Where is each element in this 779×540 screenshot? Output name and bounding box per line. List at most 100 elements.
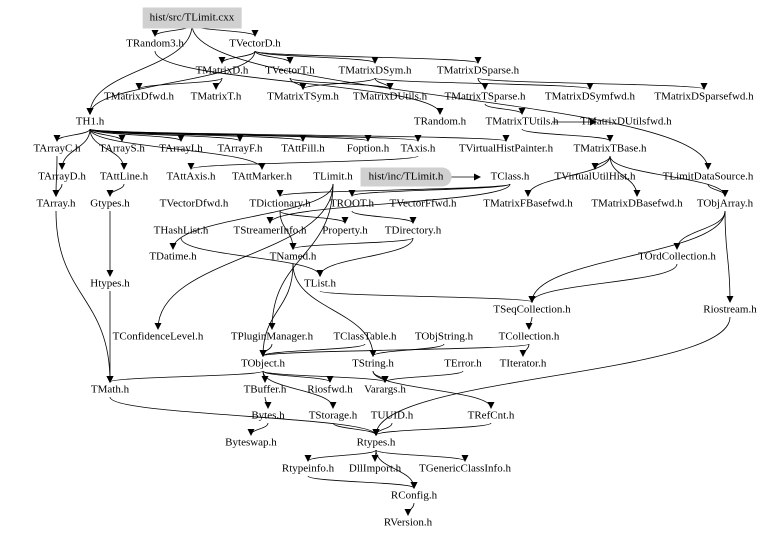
node-tmatrixtsym[interactable]: TMatrixTSym.h: [267, 90, 339, 103]
node-tarrays[interactable]: TArrayS.h: [99, 142, 145, 155]
node-tbuffer[interactable]: TBuffer.h: [243, 383, 287, 396]
node-tmatrixdutilsfwd[interactable]: TMatrixDUtilsfwd.h: [580, 115, 672, 128]
edge-tmatrixtutils-to-tmatrixtbase: [521, 128, 614, 142]
node-tordcollection[interactable]: TOrdCollection.h: [638, 250, 716, 263]
node-tmatrixd[interactable]: TMatrixD.h: [195, 64, 249, 77]
node-titerator[interactable]: TIterator.h: [499, 357, 547, 370]
node-tseqcollection[interactable]: TSeqCollection.h: [493, 303, 571, 316]
node-tlimit-cxx[interactable]: hist/src/TLimit.cxx: [142, 7, 242, 29]
node-trandom3[interactable]: TRandom3.h: [126, 37, 184, 50]
node-tstorage[interactable]: TStorage.h: [308, 409, 358, 422]
node-htypes[interactable]: Htypes.h: [90, 277, 130, 290]
node-thashlist[interactable]: THashList.h: [153, 224, 209, 237]
edge-tnamed-to-tstring: [292, 263, 377, 357]
node-tmatrixfbasefwd[interactable]: TMatrixFBasefwd.h: [483, 197, 573, 210]
edge-tmatrixtsparse-to-tmatrixtutils: [484, 103, 526, 115]
edge-tvectord-to-th1: [86, 50, 256, 115]
node-tstreamerinfo[interactable]: TStreamerInfo.h: [233, 224, 307, 237]
node-th1[interactable]: TH1.h: [75, 115, 105, 128]
node-varargs[interactable]: Varargs.h: [364, 383, 406, 396]
node-tmatrixdsym[interactable]: TMatrixDSym.h: [338, 64, 412, 77]
node-tclasstable[interactable]: TClassTable.h: [333, 330, 397, 343]
node-tvirtualhistpainter[interactable]: TVirtualHistPainter.h: [458, 142, 554, 155]
node-tlist[interactable]: TList.h: [303, 277, 337, 290]
node-rversion[interactable]: RVersion.h: [383, 516, 433, 529]
node-tmatrixdfwd[interactable]: TMatrixDfwd.h: [104, 90, 174, 103]
node-tarrayf[interactable]: TArrayF.h: [217, 142, 263, 155]
node-tattmarker[interactable]: TAttMarker.h: [232, 170, 292, 183]
edge-tobjarray-to-tordcollection: [673, 210, 726, 250]
node-tmatrixdsymfwd[interactable]: TMatrixDSymfwd.h: [544, 90, 636, 103]
node-tclass[interactable]: TClass.h: [490, 170, 530, 183]
node-terror[interactable]: TError.h: [444, 357, 482, 370]
node-tlimitdatasource[interactable]: TLimitDataSource.h: [662, 170, 754, 183]
edge-tdirectory-to-tlist: [316, 237, 414, 277]
node-tpluginmanager[interactable]: TPluginManager.h: [230, 330, 314, 343]
node-tobjstring[interactable]: TObjString.h: [414, 330, 474, 343]
node-tarrayc[interactable]: TArrayC.h: [33, 142, 81, 155]
node-tcollection[interactable]: TCollection.h: [498, 330, 560, 343]
node-tarrayi[interactable]: TArrayI.h: [159, 142, 203, 155]
node-tuuid[interactable]: TUUID.h: [370, 409, 414, 422]
edge-tuuid-to-rtypes: [372, 422, 393, 436]
edge-tcollection-to-tobject: [259, 343, 530, 357]
node-tmatrixdsparsefwd[interactable]: TMatrixDSparsefwd.h: [654, 90, 754, 103]
edge-trefcnt-to-rtypes: [372, 422, 492, 436]
edge-tlimit_h-to-tpluginmanager: [268, 183, 334, 330]
node-tvectorffwd[interactable]: TVectorFfwd.h: [389, 197, 457, 210]
node-tlimit-h[interactable]: TLimit.h: [313, 170, 353, 183]
node-byteswap[interactable]: Byteswap.h: [225, 436, 277, 449]
node-tmatrixdbasefwd[interactable]: TMatrixDBasefwd.h: [591, 197, 683, 210]
node-tobject[interactable]: TObject.h: [240, 357, 286, 370]
node-troot[interactable]: TROOT.h: [329, 197, 375, 210]
node-tvectort[interactable]: TVectorT.h: [265, 64, 315, 77]
node-riostream[interactable]: Riostream.h: [703, 303, 757, 316]
node-tmatrixt[interactable]: TMatrixT.h: [190, 90, 242, 103]
node-foption[interactable]: Foption.h: [346, 142, 390, 155]
node-tvectord[interactable]: TVectorD.h: [229, 37, 281, 50]
node-trandom[interactable]: TRandom.h: [413, 115, 467, 128]
node-rconfig[interactable]: RConfig.h: [390, 489, 438, 502]
node-riosfwd[interactable]: Riosfwd.h: [307, 383, 353, 396]
node-tmatrixtbase[interactable]: TMatrixTBase.h: [573, 142, 647, 155]
edge-th1-to-tattline: [89, 128, 128, 170]
node-tarrayd[interactable]: TArrayD.h: [38, 170, 86, 183]
node-trefcnt[interactable]: TRefCnt.h: [467, 409, 515, 422]
node-rtypes[interactable]: Rtypes.h: [356, 436, 396, 449]
node-tgenericclassinfo[interactable]: TGenericClassInfo.h: [419, 462, 511, 475]
node-tattfill[interactable]: TAttFill.h: [281, 142, 325, 155]
node-tarray[interactable]: TArray.h: [36, 197, 76, 210]
node-tmatrixdutils[interactable]: TMatrixDUtils.h: [352, 90, 428, 103]
edge-tobject-to-tstorage: [262, 370, 337, 409]
node-tconfidencelevel[interactable]: TConfidenceLevel.h: [112, 330, 204, 343]
node-tstring[interactable]: TString.h: [352, 357, 394, 370]
edge-tmatrixd-to-tmatrixt: [212, 77, 223, 90]
edge-tbuffer-to-bytes: [264, 396, 272, 409]
node-tattaxis[interactable]: TAttAxis.h: [166, 170, 216, 183]
node-tlimit-inc[interactable]: hist/inc/TLimit.h: [360, 167, 452, 187]
node-dllimport[interactable]: DllImport.h: [348, 462, 402, 475]
node-tnamed[interactable]: TNamed.h: [269, 250, 317, 263]
edge-th1-to-tvirtualhistpainter: [89, 128, 510, 142]
node-tvectordfwd[interactable]: TVectorDfwd.h: [159, 197, 229, 210]
node-tmath[interactable]: TMath.h: [90, 383, 130, 396]
node-bytes[interactable]: Bytes.h: [251, 409, 285, 422]
node-taxis[interactable]: TAxis.h: [400, 142, 436, 155]
node-rtypeinfo[interactable]: Rtypeinfo.h: [281, 462, 335, 475]
node-tattline[interactable]: TAttLine.h: [99, 170, 149, 183]
node-tdirectory[interactable]: TDirectory.h: [384, 224, 442, 237]
node-tvirtualutilhist[interactable]: TVirtualUtilHist.h: [554, 170, 636, 183]
edge-rtypes-to-rtypeinfo: [304, 449, 377, 462]
node-tmatrixdsparse[interactable]: TMatrixDSparse.h: [436, 64, 520, 77]
node-gtypes[interactable]: Gtypes.h: [90, 197, 130, 210]
node-tobjarray[interactable]: TObjArray.h: [696, 197, 754, 210]
edge-tobjarray-to-riostream: [724, 210, 734, 303]
node-tmatrixtsparse[interactable]: TMatrixTSparse.h: [444, 90, 526, 103]
edge-riostream-to-rtypes: [372, 316, 731, 436]
node-tmatrixtutils[interactable]: TMatrixTUtils.h: [485, 115, 559, 128]
node-property[interactable]: Property.h: [322, 224, 368, 237]
edge-tvectord-to-tmatrixdsym: [254, 50, 379, 64]
node-tdictionary[interactable]: TDictionary.h: [249, 197, 311, 210]
node-tdatime[interactable]: TDatime.h: [149, 250, 197, 263]
